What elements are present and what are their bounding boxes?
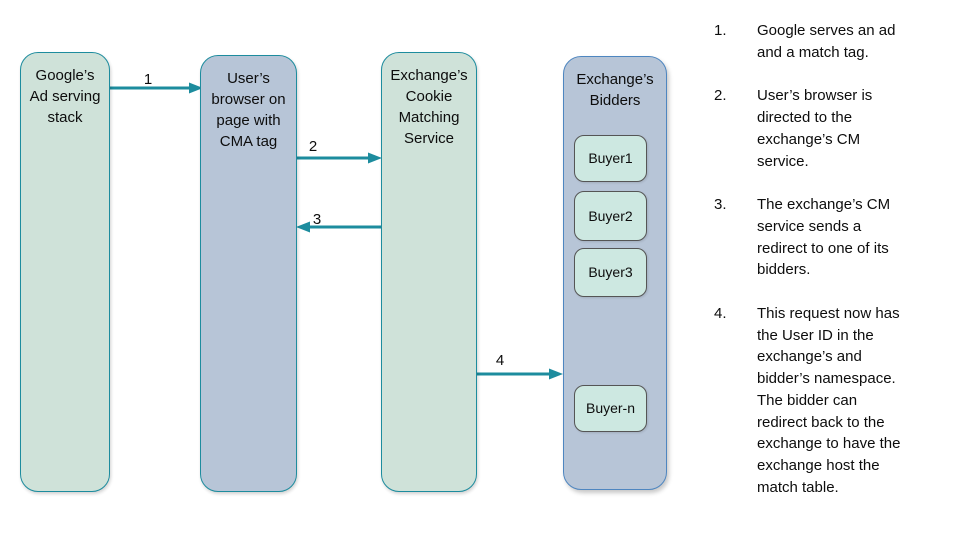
step-1-text: Google serves an ad and a match tag. <box>757 22 896 61</box>
arrow-label-4: 4 <box>495 352 505 369</box>
step-2-number: 2. <box>714 87 727 105</box>
arrow-label-1: 1 <box>143 71 153 88</box>
list-item: 1. Google serves an ad and a match tag. <box>714 20 948 63</box>
node-cm-label: Exchange’s Cookie Matching Service <box>390 67 468 147</box>
step-1-number: 1. <box>714 22 727 39</box>
arrow-label-3: 3 <box>312 211 322 228</box>
arrow-label-2: 2 <box>308 138 318 155</box>
step-4-number: 4. <box>714 305 727 323</box>
explanation-list: 1. Google serves an ad and a match tag. … <box>714 20 948 520</box>
buyer-1-label: Buyer1 <box>588 150 633 166</box>
step-4-text: This request now has the User ID in the … <box>757 305 901 496</box>
buyer-box-n: Buyer-n <box>574 385 647 432</box>
node-google-ad-serving-stack: Google’s Ad serving stack <box>20 52 110 492</box>
node-browser-label: User’s browser on page with CMA tag <box>211 70 286 150</box>
buyer-2-label: Buyer2 <box>588 207 633 224</box>
buyer-n-label: Buyer-n <box>585 400 636 416</box>
arrow-1 <box>110 82 203 94</box>
list-item: 3. The exchange’s CM service sends a red… <box>714 194 948 281</box>
arrow-4 <box>477 368 563 380</box>
node-bidders-label: Exchange’s Bidders <box>576 71 654 109</box>
node-cookie-matching-service: Exchange’s Cookie Matching Service <box>381 52 477 492</box>
arrow-2 <box>297 152 382 164</box>
node-users-browser: User’s browser on page with CMA tag <box>200 55 297 492</box>
list-item: 4. This request now has the User ID in t… <box>714 303 948 498</box>
buyer-box-3: Buyer3 <box>574 248 647 297</box>
step-3-text: The exchange’s CM service sends a redire… <box>757 196 891 279</box>
node-google-label: Google’s Ad serving stack <box>29 67 101 126</box>
step-2-text: User’s browser is directed to the exchan… <box>757 87 873 170</box>
node-exchanges-bidders: Exchange’s Bidders Buyer1 Buyer2 Buyer3 … <box>563 56 667 490</box>
list-item: 2. User’s browser is directed to the exc… <box>714 85 948 172</box>
buyer-box-2: Buyer2 <box>574 191 647 241</box>
buyer-box-1: Buyer1 <box>574 135 647 182</box>
buyer-3-label: Buyer3 <box>588 264 633 280</box>
arrow-3 <box>296 221 381 233</box>
step-3-number: 3. <box>714 196 727 214</box>
